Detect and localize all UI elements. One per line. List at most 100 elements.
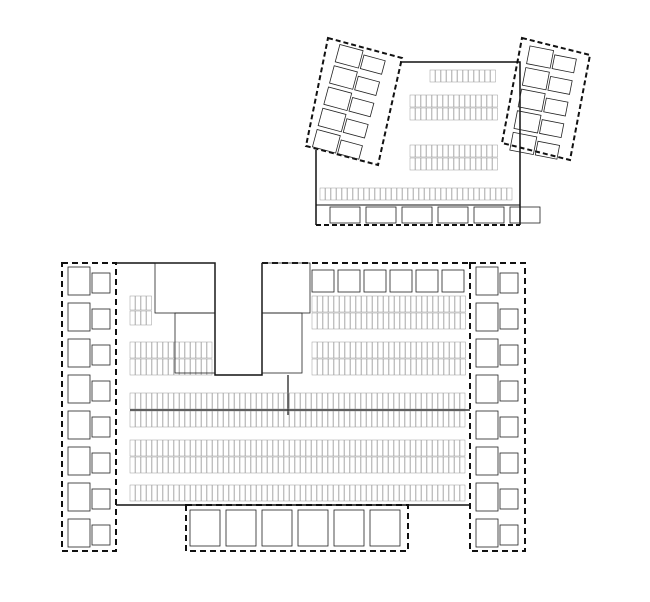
parking-stall — [355, 295, 362, 313]
parking-stall — [457, 69, 463, 83]
parking-stall — [426, 107, 432, 121]
parking-stall — [355, 358, 362, 376]
parking-stall — [223, 484, 229, 502]
parking-stall — [184, 341, 191, 359]
parking-stall — [413, 187, 419, 201]
parking-stall — [366, 456, 372, 474]
room — [323, 86, 353, 112]
parking-stall — [429, 187, 436, 201]
parking-stall — [363, 187, 370, 201]
parking-stall — [405, 358, 411, 376]
parking-stall — [322, 392, 328, 410]
parking-stall — [484, 187, 491, 201]
parking-stall — [283, 456, 290, 474]
parking-stall — [179, 484, 185, 502]
parking-stall — [294, 456, 301, 474]
room — [189, 509, 221, 547]
parking-stall — [135, 358, 141, 376]
parking-stall — [151, 456, 158, 474]
room — [475, 410, 499, 440]
parking-stall — [437, 144, 443, 158]
parking-stall — [344, 392, 350, 410]
parking-stall — [330, 187, 337, 201]
room — [311, 128, 341, 154]
parking-stall — [448, 157, 454, 171]
parking-stall — [355, 410, 361, 428]
parking-stall — [300, 439, 306, 457]
parking-stall — [473, 187, 480, 201]
parking-stall — [454, 456, 460, 474]
room — [499, 344, 519, 366]
parking-stall — [415, 94, 421, 108]
upper-rooms — [311, 43, 577, 224]
parking-stall — [410, 392, 416, 410]
parking-stall — [440, 187, 447, 201]
parking-stall — [162, 392, 169, 410]
parking-stall — [162, 439, 169, 457]
parking-stall — [388, 439, 394, 457]
parking-stall — [190, 439, 196, 457]
parking-stall — [448, 392, 455, 410]
parking-stall — [402, 187, 408, 201]
parking-stall — [173, 392, 180, 410]
parking-stall — [261, 392, 268, 410]
parking-stall — [333, 358, 340, 376]
parking-stall — [394, 341, 400, 359]
parking-stall — [405, 295, 411, 313]
room — [329, 206, 361, 224]
parking-stall — [415, 107, 421, 121]
parking-stall — [294, 410, 301, 428]
parking-stall — [184, 484, 191, 502]
parking-stall — [328, 341, 334, 359]
room — [526, 45, 555, 69]
parking-stall — [201, 456, 207, 474]
parking-stall — [443, 410, 449, 428]
parking-stall — [448, 107, 454, 121]
parking-stall — [420, 107, 427, 121]
parking-stall — [338, 392, 345, 410]
parking-stall — [366, 392, 372, 410]
parking-stall — [289, 456, 295, 474]
parking-stall — [173, 456, 180, 474]
parking-stall — [355, 484, 361, 502]
parking-stall — [322, 484, 328, 502]
room — [337, 139, 363, 160]
parking-stall — [157, 439, 163, 457]
parking-stall — [495, 187, 502, 201]
parking-stall — [421, 484, 427, 502]
parking-stall — [250, 456, 257, 474]
parking-stall — [140, 310, 147, 326]
parking-stall — [448, 456, 455, 474]
parking-stall — [245, 456, 251, 474]
parking-stall — [261, 439, 268, 457]
parking-stall — [481, 157, 487, 171]
parking-stall — [336, 187, 342, 201]
parking-stall — [206, 456, 213, 474]
parking-stall — [449, 358, 455, 376]
lower-rooms — [67, 262, 519, 548]
room — [359, 54, 386, 75]
room — [475, 338, 499, 368]
parking-stall — [344, 358, 351, 376]
parking-stall — [206, 341, 213, 359]
parking-stall — [146, 484, 152, 502]
parking-stall — [350, 295, 356, 313]
parking-stall — [388, 392, 394, 410]
parking-stall — [190, 341, 196, 359]
parking-stall — [146, 410, 152, 428]
parking-stall — [366, 295, 373, 313]
parking-stall — [201, 341, 207, 359]
parking-stall — [234, 410, 240, 428]
parking-stall — [409, 94, 416, 108]
parking-stall — [129, 341, 136, 359]
parking-stall — [437, 456, 444, 474]
parking-stall — [305, 410, 312, 428]
parking-stall — [347, 187, 353, 201]
parking-stall — [366, 410, 372, 428]
parking-stall — [234, 456, 240, 474]
parking-stall — [459, 392, 466, 410]
parking-stall — [239, 484, 246, 502]
parking-stall — [267, 484, 273, 502]
parking-stall — [344, 439, 350, 457]
parking-stall — [179, 341, 185, 359]
